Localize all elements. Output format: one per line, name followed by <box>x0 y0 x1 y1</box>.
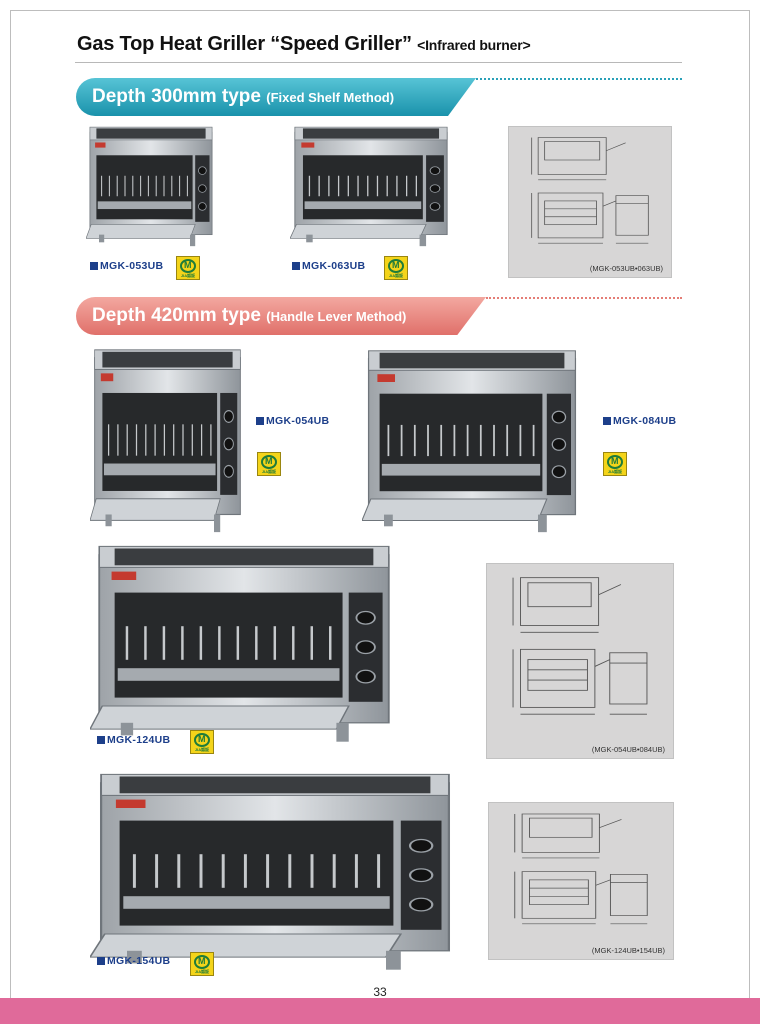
model-code: MGK-154UB <box>107 955 171 967</box>
dimension-drawing-054-084: (MGK-054UB•084UB) <box>486 563 674 759</box>
section-banner-subtitle: (Handle Lever Method) <box>266 309 407 324</box>
model-label-mgk-124ub: MGK-124UB <box>97 734 170 746</box>
section-banner-subtitle: (Fixed Shelf Method) <box>266 90 395 105</box>
model-marker-icon <box>292 261 300 270</box>
model-marker-icon <box>97 956 105 965</box>
footer-bar <box>0 998 760 1024</box>
dimension-drawing-caption: (MGK-054UB•084UB) <box>591 745 665 754</box>
section-banner-title: Depth 300mm type <box>92 86 261 107</box>
title-divider <box>75 62 682 63</box>
product-image-mgk-054ub <box>90 342 245 538</box>
product-image-mgk-063ub <box>290 122 452 250</box>
page-title-main: Gas Top Heat Griller “Speed Griller” <box>77 33 412 55</box>
model-marker-icon <box>603 416 611 425</box>
jia-label: JIA認証 <box>261 469 277 474</box>
jia-label: JIA認証 <box>194 969 210 974</box>
jia-label: JIA認証 <box>607 469 623 474</box>
product-image-mgk-154ub <box>90 766 460 976</box>
dimension-drawing-caption: (MGK-053UB•063UB) <box>589 264 663 273</box>
dimension-drawing-124-154: (MGK-124UB•154UB) <box>488 802 674 960</box>
jia-label: JIA認証 <box>388 273 404 278</box>
page-title-subtitle: <Infrared burner> <box>417 37 531 53</box>
jia-certification-mark-icon: JIA認証 <box>384 256 408 280</box>
product-image-mgk-053ub <box>86 122 216 250</box>
model-label-mgk-154ub: MGK-154UB <box>97 955 170 967</box>
jia-label: JIA認証 <box>194 747 210 752</box>
model-marker-icon <box>97 735 105 744</box>
jia-certification-mark-icon: JIA認証 <box>190 952 214 976</box>
section-banner-depth-300: Depth 300mm type (Fixed Shelf Method) <box>76 78 476 116</box>
model-label-mgk-084ub: MGK-084UB <box>603 415 676 427</box>
model-code: MGK-054UB <box>266 415 330 427</box>
jia-certification-mark-icon: JIA認証 <box>176 256 200 280</box>
dotted-divider <box>476 78 682 80</box>
product-image-mgk-124ub <box>90 538 398 748</box>
model-label-mgk-053ub: MGK-053UB <box>90 260 163 272</box>
section-banner-depth-420: Depth 420mm type (Handle Lever Method) <box>76 297 486 335</box>
dimension-drawing-053-063: (MGK-053UB•063UB) <box>508 126 672 278</box>
dimension-drawing-caption: (MGK-124UB•154UB) <box>591 946 665 955</box>
page-number: 33 <box>373 985 387 999</box>
page-title: Gas Top Heat Griller “Speed Griller” <In… <box>77 33 531 56</box>
model-label-mgk-054ub: MGK-054UB <box>256 415 329 427</box>
dotted-divider <box>486 297 682 299</box>
model-marker-icon <box>256 416 264 425</box>
jia-certification-mark-icon: JIA認証 <box>190 730 214 754</box>
jia-label: JIA認証 <box>180 273 196 278</box>
model-code: MGK-084UB <box>613 415 677 427</box>
model-code: MGK-053UB <box>100 260 164 272</box>
jia-certification-mark-icon: JIA認証 <box>257 452 281 476</box>
section-banner-title: Depth 420mm type <box>92 305 261 326</box>
jia-certification-mark-icon: JIA認証 <box>603 452 627 476</box>
model-marker-icon <box>90 261 98 270</box>
model-label-mgk-063ub: MGK-063UB <box>292 260 365 272</box>
product-image-mgk-084ub <box>362 343 582 538</box>
model-code: MGK-124UB <box>107 734 171 746</box>
model-code: MGK-063UB <box>302 260 366 272</box>
